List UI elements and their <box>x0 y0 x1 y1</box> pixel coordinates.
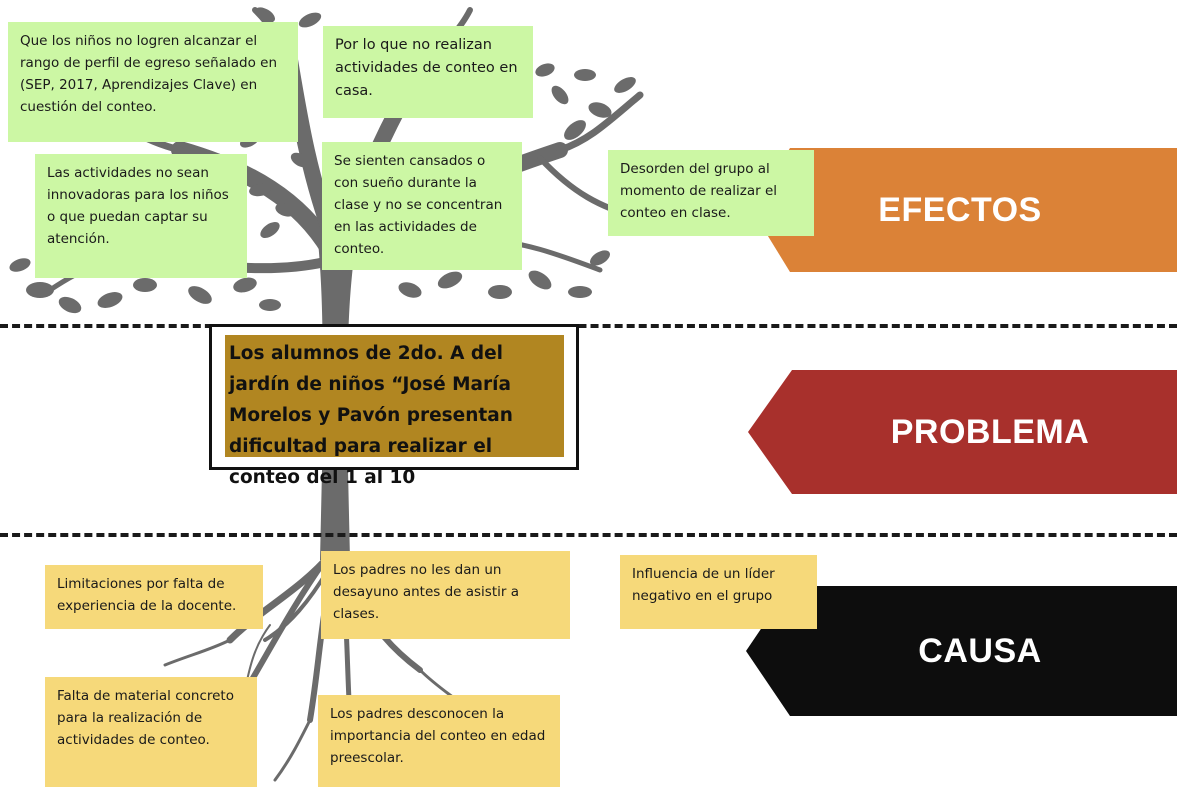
effect-note-3: Las actividades no sean innovadoras para… <box>35 154 247 278</box>
cause-note-3: Influencia de un líder negativo en el gr… <box>620 555 817 629</box>
problem-statement: Los alumnos de 2do. A del jardín de niño… <box>225 335 564 488</box>
effect-note-5: Desorden del grupo al momento de realiza… <box>608 150 814 236</box>
cause-note-5: Los padres desconocen la importancia del… <box>318 695 560 787</box>
effect-note-1: Que los niños no logren alcanzar el rang… <box>8 22 298 142</box>
causa-label: CAUSA <box>918 631 1042 670</box>
divider-bottom <box>0 533 1177 537</box>
divider-top <box>0 324 1177 328</box>
cause-note-4: Falta de material concreto para la reali… <box>45 677 257 787</box>
efectos-banner-shape <box>752 148 1177 272</box>
cause-note-1: Limitaciones por falta de experiencia de… <box>45 565 263 629</box>
efectos-label: EFECTOS <box>878 190 1042 229</box>
problem-box: Los alumnos de 2do. A del jardín de niño… <box>209 324 579 488</box>
effect-note-4: Se sienten cansados o con sueño durante … <box>322 142 522 270</box>
effect-note-2: Por lo que no realizan actividades de co… <box>323 26 533 118</box>
problema-banner-shape <box>748 370 1177 494</box>
cause-note-2: Los padres no les dan un desayuno antes … <box>321 551 570 639</box>
problema-label: PROBLEMA <box>890 412 1090 451</box>
causa-banner-shape <box>746 586 1177 716</box>
